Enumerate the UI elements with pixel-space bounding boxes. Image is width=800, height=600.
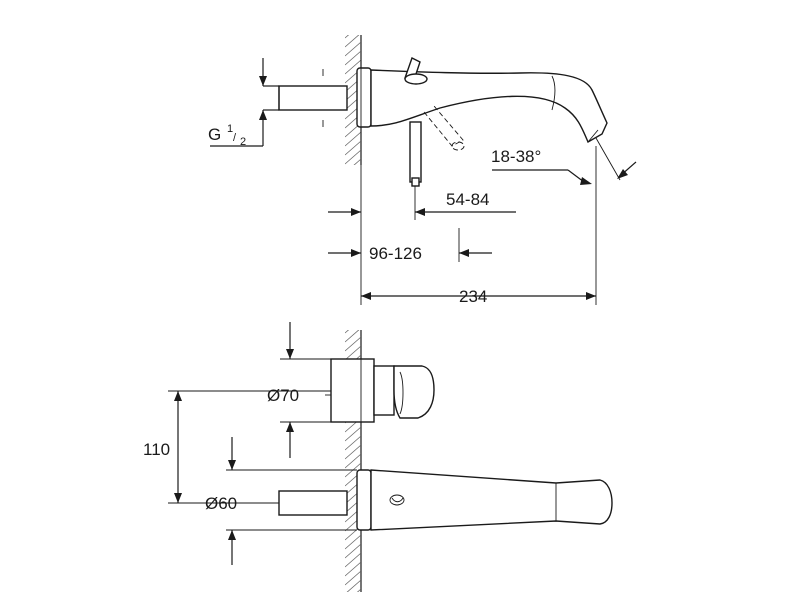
handle-rosette-top <box>325 358 435 423</box>
svg-text:/: / <box>233 132 237 144</box>
wall-hatch-line <box>345 534 361 550</box>
wall-hatch-line <box>345 35 360 48</box>
wall-hatch-line <box>345 570 361 586</box>
dim-234-label: 234 <box>459 287 487 306</box>
wall-hatch-line <box>345 426 361 442</box>
wall-hatch-line <box>345 336 361 352</box>
handle-seam <box>399 371 404 415</box>
wall-hatch-line <box>345 453 361 469</box>
wall-bottom <box>345 310 362 592</box>
wall-hatch-line <box>345 41 361 57</box>
dim-110-label: 110 <box>143 440 170 459</box>
dim-d70: Ø70 <box>267 322 331 458</box>
cartridge-stem <box>409 121 422 187</box>
wall-rosette-side <box>356 60 372 135</box>
dim-96-126-label: 96-126 <box>369 244 422 263</box>
spout-side-profile <box>370 69 608 143</box>
dim-110: 110 <box>143 390 331 504</box>
wall-hatch-line <box>345 140 361 156</box>
wall-hatch-line <box>345 435 361 451</box>
thread-callout: G 1 / 2 <box>208 58 279 148</box>
top-view: Ø70 110 Ø60 <box>143 310 613 592</box>
spout-seam <box>551 75 556 111</box>
dim-96-126: 96-126 <box>328 228 492 263</box>
wall-hatch-line <box>345 543 361 559</box>
brand-logo-mark <box>389 494 405 506</box>
wall-hatch-line <box>345 345 361 361</box>
supply-pipe <box>278 69 348 127</box>
dim-d60: Ø60 <box>205 437 357 565</box>
angle-label: 18-38° <box>491 147 541 166</box>
dim-d60-label: Ø60 <box>205 494 237 513</box>
thread-label: G <box>208 125 221 144</box>
lever-handle <box>404 57 428 85</box>
wall-hatch-line <box>345 177 361 191</box>
wall-hatch-line <box>346 579 361 592</box>
wall-hatch-line <box>356 588 361 592</box>
wall-hatch-line <box>345 444 361 460</box>
wall-hatch-line <box>345 168 361 182</box>
dim-54-84-label: 54-84 <box>446 190 489 209</box>
lever-swing-outline <box>423 105 465 151</box>
side-view: G 1 / 2 18-38° 54-84 <box>208 15 637 306</box>
spout-top-profile <box>278 469 613 531</box>
wall-hatch-line <box>345 59 361 75</box>
wall-hatch-line <box>345 552 361 568</box>
wall-hatch-line <box>345 330 350 334</box>
wall-hatch-line <box>345 15 361 29</box>
dim-d70-label: Ø70 <box>267 386 299 405</box>
thread-fraction-denominator: 2 <box>240 136 246 148</box>
wall-hatch-line <box>345 330 360 343</box>
angle-callout: 18-38° <box>491 137 637 185</box>
thread-fraction-numerator: 1 <box>227 123 233 135</box>
wall-hatch-line <box>345 149 361 165</box>
wall-hatch-line <box>345 561 361 577</box>
wall-hatch-line <box>345 35 350 39</box>
wall-hatch-line <box>345 131 361 147</box>
wall-hatch-line <box>353 158 361 165</box>
dim-234: 234 <box>361 146 597 306</box>
spout-tip-line <box>587 129 599 143</box>
wall-hatch-line <box>345 50 361 66</box>
dim-54-84: 54-84 <box>328 165 516 305</box>
wall-hatch-line <box>345 310 361 324</box>
